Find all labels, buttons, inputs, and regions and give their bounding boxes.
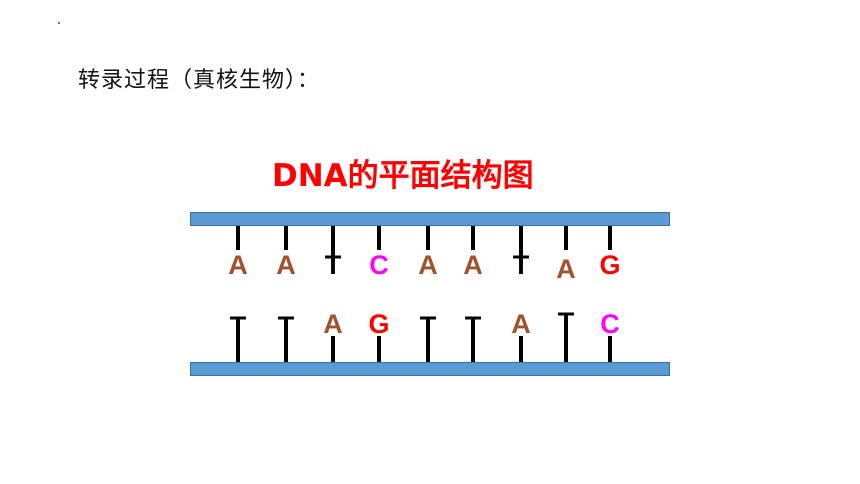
slide-heading: 转录过程（真核生物）： — [78, 68, 321, 93]
bottom-strand-bond-9 — [608, 336, 612, 362]
bottom-strand-base-2: T — [277, 311, 295, 341]
bottom-strand-base-5: T — [419, 311, 437, 341]
bottom-strand-bond-2 — [284, 318, 288, 362]
top-strand-base-9: G — [599, 250, 621, 280]
top-strand-bond-7 — [519, 226, 523, 260]
bottom-strand-base-6: T — [464, 311, 482, 341]
bottom-strand-bond-6 — [471, 318, 475, 362]
bottom-strand-bond-4 — [377, 336, 381, 362]
top-strand-bond-2 — [284, 226, 288, 250]
top-strand-base-8: A — [556, 254, 576, 284]
top-strand-bond-4 — [377, 226, 381, 250]
bottom-strand-base-8: T — [557, 307, 575, 337]
top-strand-bond-3 — [331, 226, 335, 260]
bottom-strand-base-4: G — [368, 309, 390, 339]
top-strand-base-7: T — [512, 250, 530, 280]
dna-bottom-strand — [190, 362, 670, 376]
dna-top-strand — [190, 212, 670, 226]
bottom-strand-bond-8 — [564, 318, 568, 362]
top-strand-bond-5 — [426, 226, 430, 250]
top-strand-bond-1 — [236, 226, 240, 250]
top-strand-base-4: C — [369, 250, 389, 280]
top-strand-base-2: A — [276, 250, 296, 280]
diagram-title: DNA的平面结构图 — [272, 158, 534, 194]
bottom-strand-bond-7 — [519, 336, 523, 362]
top-strand-base-5: A — [418, 250, 438, 280]
top-strand-bond-9 — [608, 226, 612, 250]
bottom-strand-bond-5 — [426, 318, 430, 362]
bottom-strand-base-7: A — [511, 309, 531, 339]
bottom-strand-base-9: C — [600, 309, 620, 339]
bottom-strand-base-3: A — [323, 309, 343, 339]
top-strand-base-1: A — [228, 250, 248, 280]
bottom-strand-bond-1 — [236, 318, 240, 362]
top-strand-base-6: A — [463, 250, 483, 280]
top-strand-bond-6 — [471, 226, 475, 250]
top-strand-base-3: T — [324, 250, 342, 280]
bottom-strand-bond-3 — [331, 336, 335, 362]
top-strand-bond-8 — [564, 226, 568, 250]
bottom-strand-base-1: T — [229, 311, 247, 341]
decorative-dot — [58, 22, 60, 24]
